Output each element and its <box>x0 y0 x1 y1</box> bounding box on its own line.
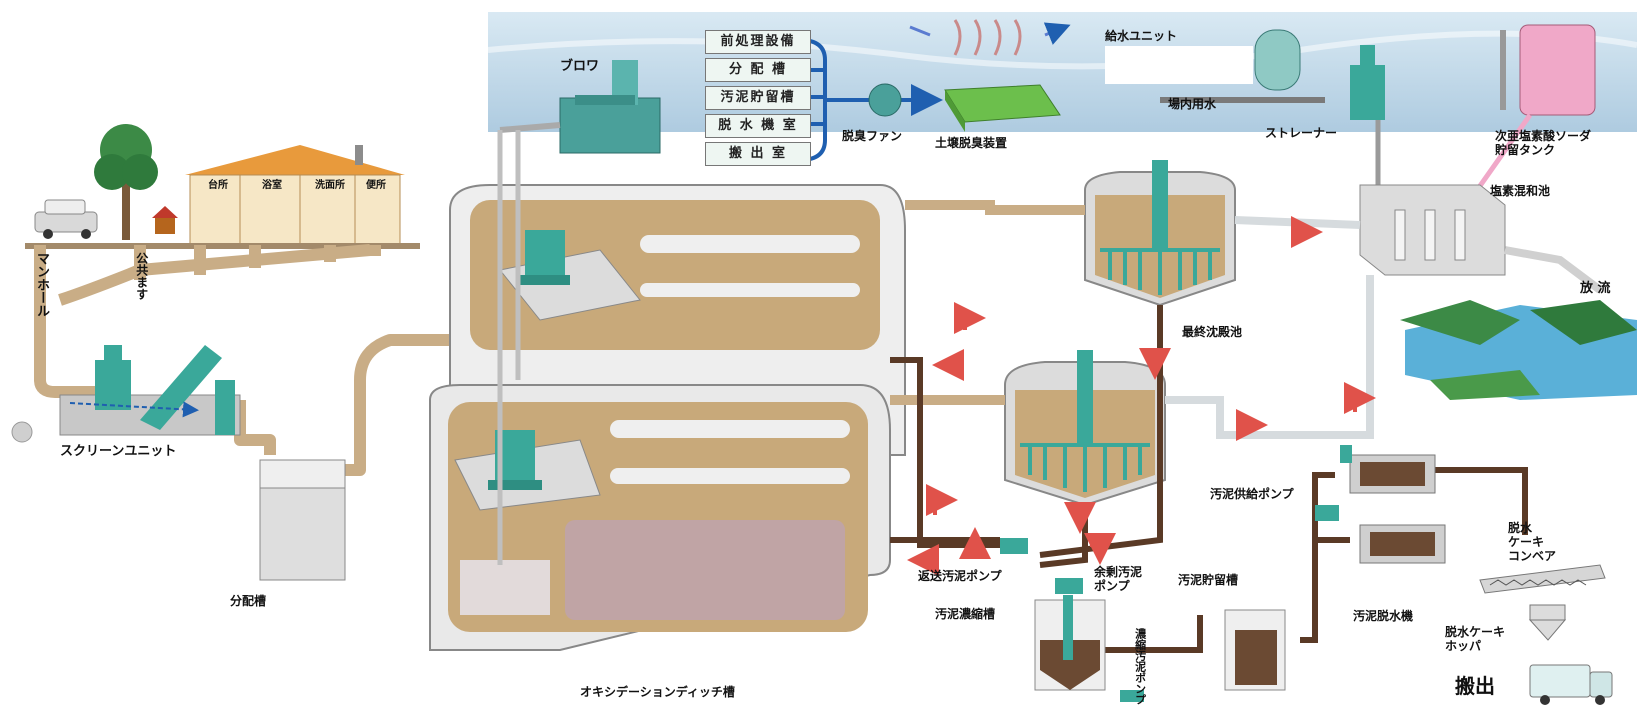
soil-deodorizer <box>909 20 1065 132</box>
blank-label-area-2 <box>1220 138 1340 172</box>
car <box>34 199 98 239</box>
final-settling-tank-label: 最終沈殿池 <box>1182 325 1243 339</box>
thickened-sludge-pump-label: 濃縮汚泥ポンプ <box>1133 628 1147 705</box>
sludge-storage-tank-label: 汚泥貯留槽 <box>1178 573 1239 587</box>
soil-deodorizer-label: 土壌脱臭装置 <box>935 136 1008 150</box>
house <box>185 145 405 246</box>
house-room-0: 台所 <box>208 180 228 191</box>
return-sludge-pump-unit <box>1000 538 1028 554</box>
river <box>1400 300 1637 400</box>
house-room-3: 便所 <box>366 180 386 191</box>
truck <box>1529 664 1613 705</box>
blank-label-area-1 <box>1105 46 1253 84</box>
cake-conveyor-label: 脱水 ケーキ コンベア <box>1508 521 1557 563</box>
excess-sludge-pump-unit <box>1055 578 1083 594</box>
return-sludge-pump-label: 返送汚泥ポンプ <box>918 569 1002 583</box>
blower-label: ブロワ <box>560 59 600 74</box>
dewatering-machine-2 <box>1359 524 1446 564</box>
in-plant-water-label: 場内用水 <box>1168 97 1217 111</box>
water-supply-unit-label: 給水ユニット <box>1105 29 1178 43</box>
final-settling-tank-2 <box>1004 350 1166 507</box>
cake-hopper-label: 脱水ケーキ ホッパ <box>1445 625 1506 653</box>
deodorized-room-0: 前処理設備 <box>705 30 811 54</box>
manhole-label: マンホール <box>33 252 49 317</box>
thickened-sludge-pump-unit <box>1120 690 1144 702</box>
sludge-thickener <box>1034 595 1106 691</box>
house-room-2: 洗面所 <box>315 180 345 191</box>
sludge-thickener-label: 汚泥濃縮槽 <box>935 607 996 621</box>
house-room-1: 浴室 <box>262 180 282 191</box>
deodorized-room-3: 脱 水 機 室 <box>705 114 811 138</box>
sludge-storage-tank <box>1224 609 1286 691</box>
deodorized-room-2: 汚泥貯留槽 <box>705 86 811 110</box>
cake-hopper <box>1528 604 1567 641</box>
sludge-feed-pump-unit <box>1315 505 1339 521</box>
excess-sludge-pump-label: 余剰汚泥 ポンプ <box>1094 565 1143 593</box>
deodorizing-fan-unit <box>868 83 902 117</box>
discharge-label: 放 流 <box>1580 281 1611 296</box>
distribution-tank <box>259 459 346 581</box>
deodorizing-fan-label: 脱臭ファン <box>842 129 903 143</box>
chlorine-contact-tank <box>1359 184 1603 294</box>
dewatering-machine-1 <box>1340 445 1436 494</box>
screen-unit <box>11 345 241 443</box>
oxidation-ditch-label: オキシデーションディッチ槽 <box>580 685 735 699</box>
public-basin-label: 公共ます <box>134 252 149 300</box>
deodorized-room-4: 搬 出 室 <box>705 142 811 166</box>
water-supply-equipment <box>1160 29 1385 230</box>
deodorized-room-1: 分 配 槽 <box>705 58 811 82</box>
hypochlorite-tank-label: 次亜塩素酸ソーダ 貯留タンク <box>1495 129 1592 157</box>
blower <box>497 60 661 565</box>
tree <box>94 124 158 240</box>
oxidation-ditch-lower <box>429 384 891 651</box>
chlorine-contact-tank-label: 塩素混和池 <box>1490 184 1551 198</box>
carry-out-label: 搬出 <box>1455 674 1495 698</box>
distribution-tank-label: 分配槽 <box>230 594 267 608</box>
sludge-dewatering-machine-label: 汚泥脱水機 <box>1353 609 1414 623</box>
final-settling-tank-1 <box>1084 160 1236 307</box>
sludge-feed-pump-label: 汚泥供給ポンプ <box>1210 487 1294 501</box>
strainer-label: ストレーナー <box>1265 126 1338 140</box>
screen-unit-label: スクリーンユニット <box>60 444 177 459</box>
cake-conveyor <box>1479 564 1606 594</box>
